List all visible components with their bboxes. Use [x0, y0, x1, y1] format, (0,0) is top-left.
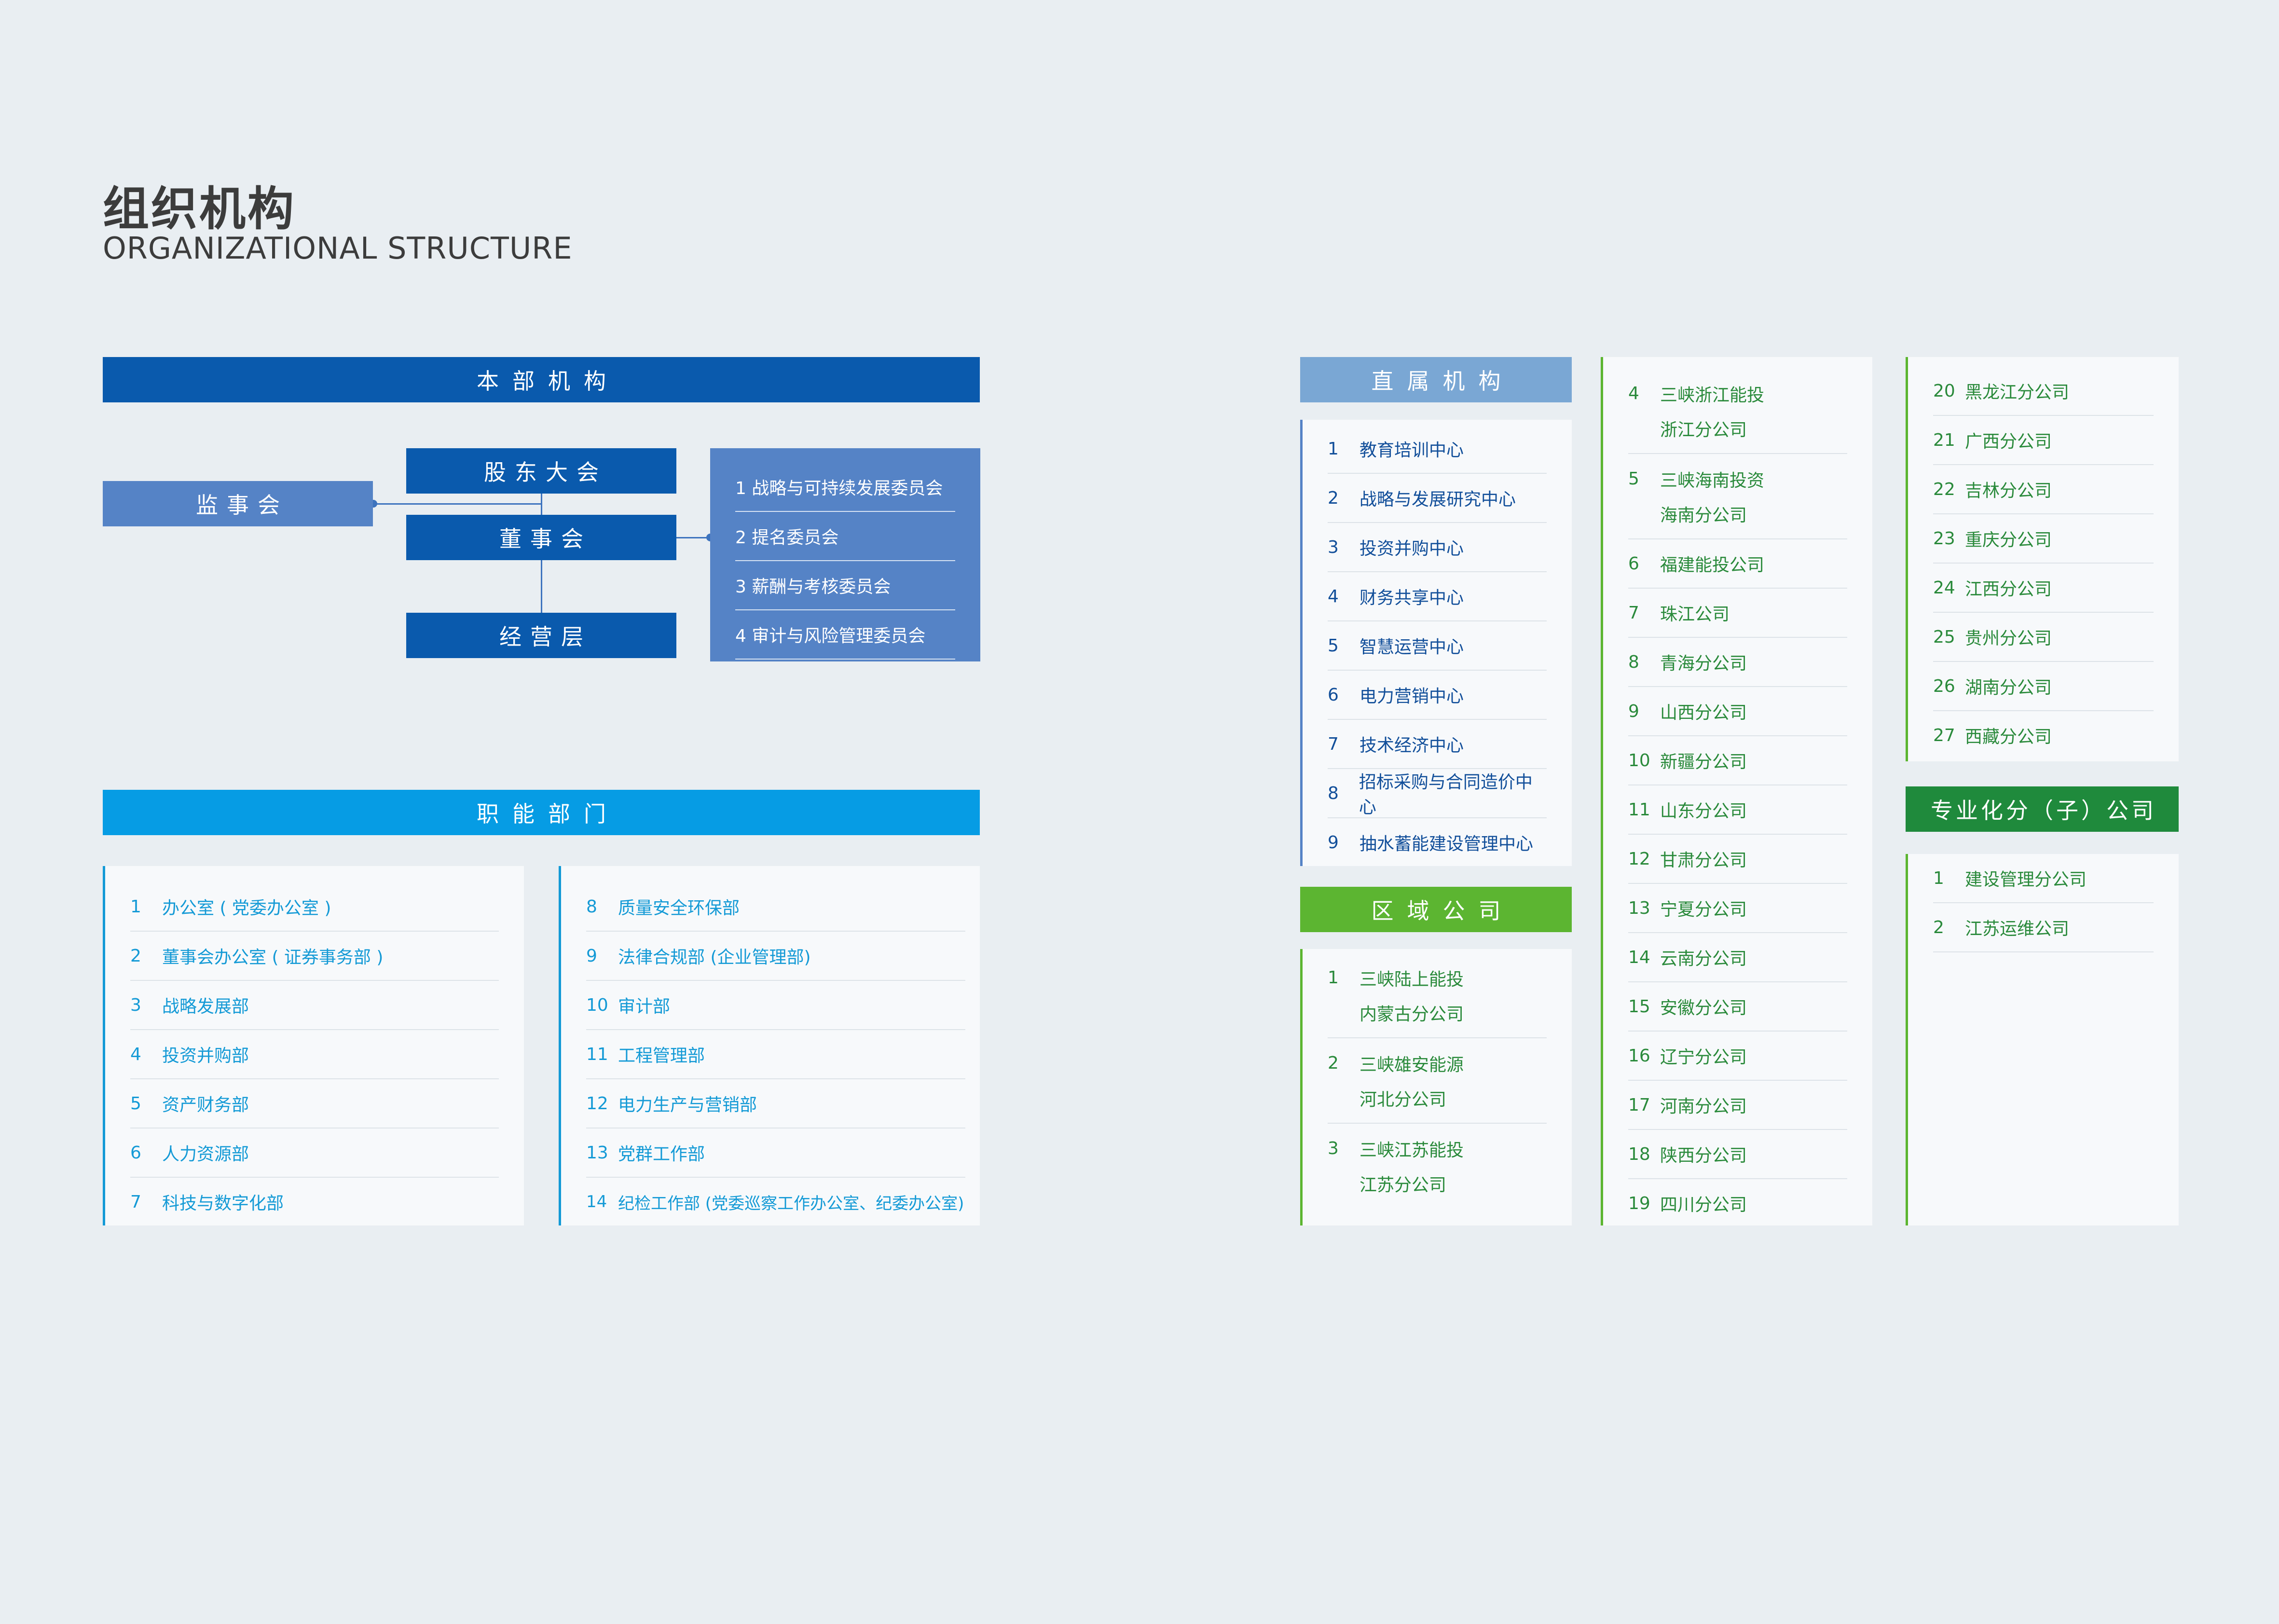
management-node: 经营层 [406, 613, 676, 658]
committee-item: 1 战略与可持续发展委员会 [735, 463, 955, 512]
functional-bar: 职能部门 [103, 790, 980, 835]
connector-committee [675, 537, 710, 538]
committee-item: 3 薪酬与考核委员会 [735, 561, 955, 610]
connector-supervisory [374, 503, 541, 505]
committee-box: 1 战略与可持续发展委员会 2 提名委员会 3 薪酬与考核委员会 4 审计与风险… [710, 448, 980, 661]
specialized-bar: 专业化分（子）公司 [1906, 786, 2179, 832]
hq-bar: 本部机构 [103, 357, 980, 402]
page-title: 组织机构 [103, 182, 296, 236]
direct-bar: 直属机构 [1300, 357, 1572, 402]
shareholders-meeting-node: 股东大会 [406, 448, 676, 494]
supervisory-board-node: 监事会 [103, 481, 373, 526]
committee-item: 4 审计与风险管理委员会 [735, 610, 955, 660]
board-of-directors-node: 董事会 [406, 515, 676, 560]
regional-bar: 区域公司 [1300, 887, 1572, 932]
page-subtitle: ORGANIZATIONAL STRUCTURE [103, 231, 573, 266]
committee-item: 2 提名委员会 [735, 512, 955, 561]
